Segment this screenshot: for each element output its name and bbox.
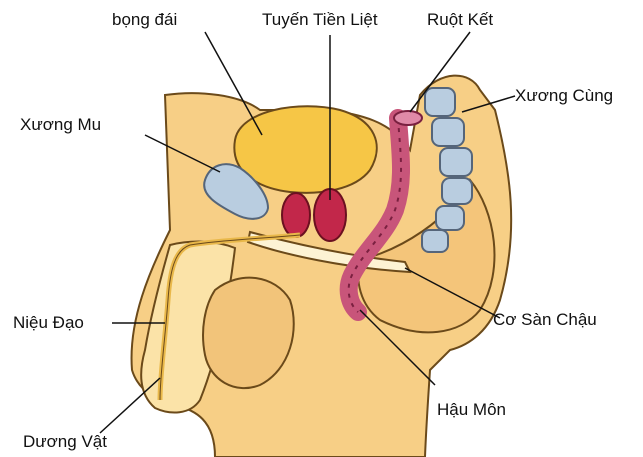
label-pubis: Xương Mu <box>20 115 101 135</box>
label-pelvic-floor: Cơ Sàn Chậu <box>493 310 597 330</box>
label-anus: Hậu Môn <box>437 400 506 420</box>
bladder-organ <box>234 106 376 193</box>
label-sacrum: Xương Cùng <box>515 86 613 106</box>
label-bladder: bọng đái <box>112 10 177 30</box>
label-penis: Dương Vật <box>23 432 107 452</box>
colon-opening <box>394 111 422 125</box>
label-urethra: Niệu Đạo <box>13 313 84 333</box>
label-colon: Ruột Kết <box>427 10 493 30</box>
label-prostate: Tuyến Tiền Liệt <box>262 10 378 30</box>
